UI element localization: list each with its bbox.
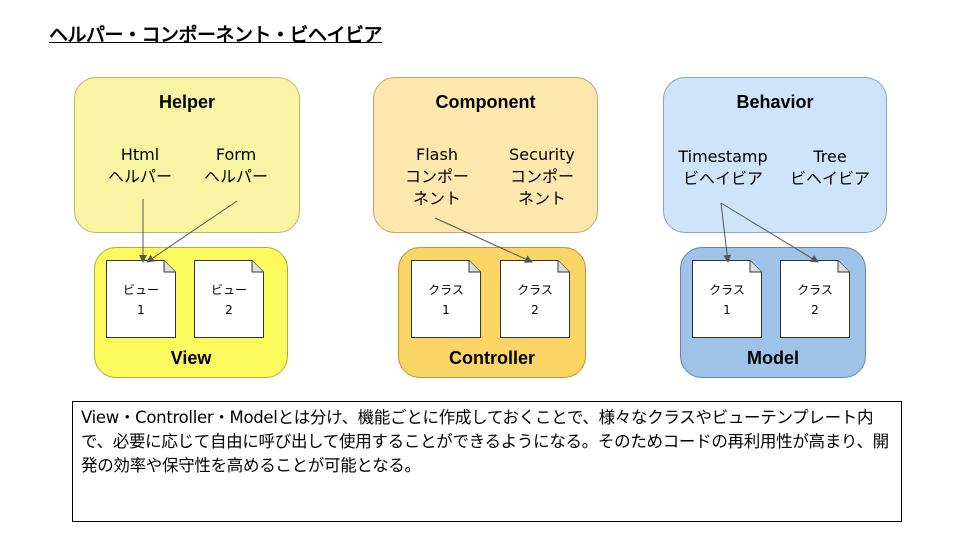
security-component-item: Security コンポー ネント [509, 145, 575, 208]
tree-behavior-item: Tree ビヘイビア [789, 147, 870, 188]
html-helper-item: Html ヘルパー [107, 145, 172, 186]
description-box: View・Controller・Modelとは分け、機能ごとに作成しておくことで… [72, 401, 902, 522]
timestamp-behavior-item: Timestamp ビヘイビア [678, 147, 768, 188]
controller-class-1-document: クラス 1 [411, 260, 481, 338]
view-title: View [170, 348, 212, 368]
form-helper-item: Form ヘルパー [203, 145, 268, 186]
model-title: Model [747, 348, 799, 368]
helper-group: Helper Html ヘルパー Form ヘルパー [74, 77, 300, 233]
behavior-title: Behavior [736, 92, 814, 112]
model-class-1-document: クラス 1 [692, 260, 762, 338]
behavior-group: Behavior Timestamp ビヘイビア Tree ビヘイビア [663, 77, 887, 233]
helper-title: Helper [158, 92, 216, 112]
flash-component-item: Flash コンポー ネント [404, 145, 469, 208]
page-title: ヘルパー・コンポーネント・ビヘイビア [49, 24, 383, 46]
document-icon [500, 260, 570, 338]
controller-title: Controller [448, 348, 535, 368]
model-class-2-document: クラス 2 [780, 260, 850, 338]
component-title: Component [435, 92, 536, 112]
document-icon [106, 260, 176, 338]
document-icon [194, 260, 264, 338]
view-2-document: ビュー 2 [194, 260, 264, 338]
controller-class-2-document: クラス 2 [500, 260, 570, 338]
document-icon [780, 260, 850, 338]
view-1-document: ビュー 1 [106, 260, 176, 338]
component-group: Component Flash コンポー ネント Security コンポー ネ… [373, 77, 598, 233]
